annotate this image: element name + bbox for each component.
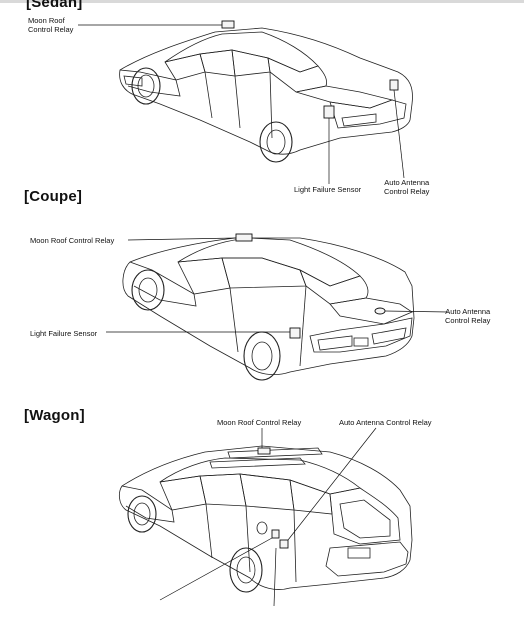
sedan-moon-roof-label: Moon Roof Control Relay [28,16,74,34]
coupe-section-title: [Coupe] [24,188,83,205]
coupe-light-failure-label: Light Failure Sensor [30,329,98,338]
wagon-car-drawing [118,445,413,593]
sedan-leader-lines [78,24,405,184]
coupe-leader-lines [106,237,449,333]
wagon-leader-lines [159,427,377,607]
coupe-moon-roof-label: Moon Roof Control Relay [30,236,115,245]
coupe-car-drawing [122,233,415,381]
wagon-section-title: [Wagon] [24,407,85,424]
sedan-car-drawing [119,20,413,163]
window-top-edge [0,0,524,3]
sedan-light-failure-label: Light Failure Sensor [294,185,362,194]
sedan-section-title: [Sedan] [26,0,83,11]
coupe-auto-antenna-label: Auto Antenna Control Relay [445,307,491,325]
wagon-moon-roof-label: Moon Roof Control Relay [217,418,302,427]
wagon-auto-antenna-label: Auto Antenna Control Relay [339,418,432,427]
sedan-auto-antenna-label: Auto Antenna Control Relay [384,178,430,196]
